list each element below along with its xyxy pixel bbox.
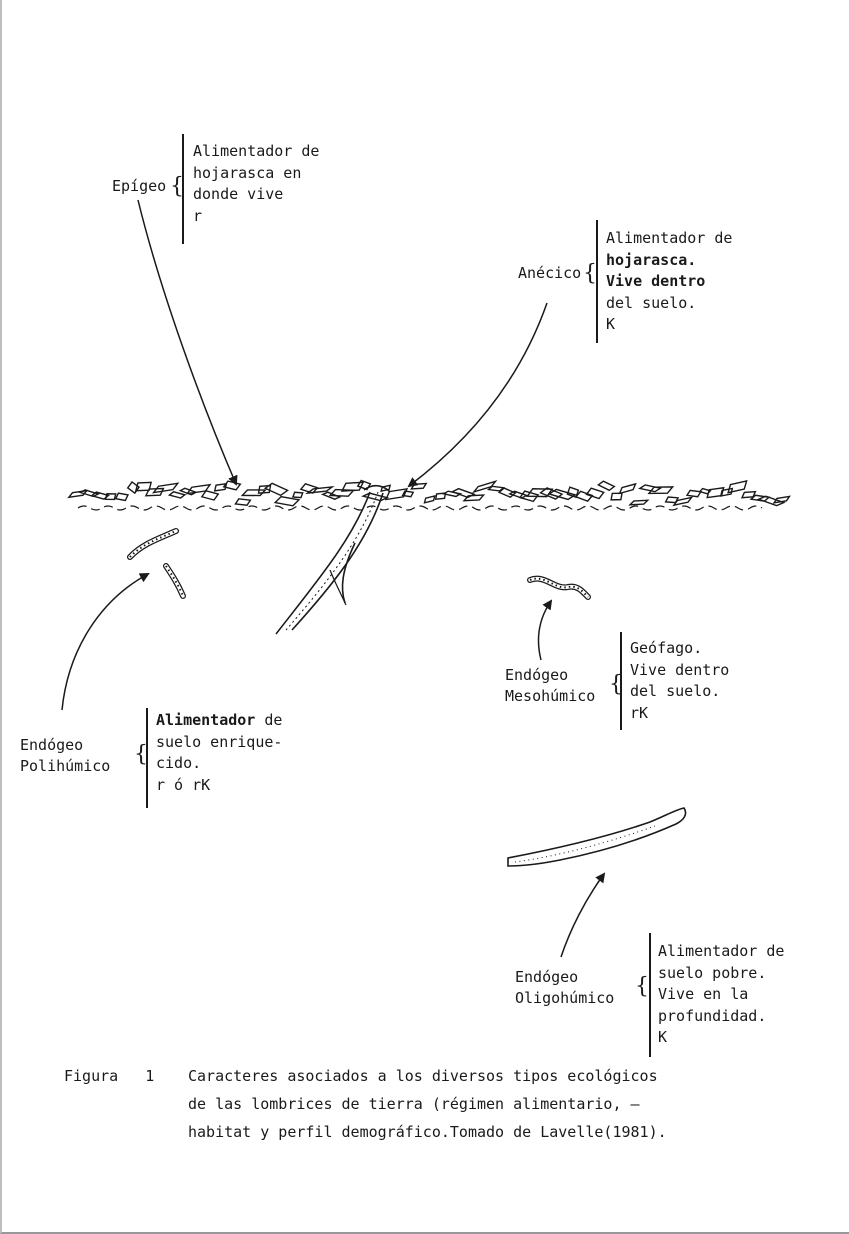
anecico-bar <box>596 220 598 343</box>
litter-fragment <box>586 488 604 499</box>
figure-label: Figura <box>64 1067 118 1085</box>
oligohumico-label-line: Oligohúmico <box>515 988 614 1009</box>
anecico-brace: { <box>583 263 597 285</box>
polihumico-desc-line: Alimentador de <box>156 710 282 732</box>
oligohumico-label-line: Endógeo <box>515 967 614 988</box>
litter-fragment <box>629 499 648 507</box>
polihumico-label-line: Endógeo <box>20 735 110 756</box>
litter-fragment <box>741 490 757 500</box>
epigeo-desc: Alimentador de hojarasca en donde vive r <box>193 141 319 227</box>
litter-fragment <box>235 498 251 506</box>
caption-line: Caracteres asociados a los diversos tipo… <box>188 1062 667 1090</box>
anecico-label: Anécico <box>518 263 581 284</box>
figure-caption-label: Figura 1 <box>64 1062 154 1090</box>
mesohumico-label-line: Endógeo <box>505 665 595 686</box>
oligohumico-bar <box>649 933 651 1057</box>
litter-fragment <box>665 496 679 504</box>
polihumico-label: Endógeo Polihúmico <box>20 735 110 777</box>
oligohumico-desc-line: suelo pobre. <box>658 963 784 985</box>
litter-fragment <box>423 494 436 504</box>
litter-fragment <box>384 486 409 503</box>
epigeo-desc-line: r <box>193 206 319 228</box>
polihumico-desc-line: r ó rK <box>156 775 282 797</box>
litter-layer <box>68 478 790 507</box>
anecico-desc-line: Alimentador de <box>606 228 732 250</box>
oligohumico-brace: { <box>635 976 649 998</box>
polihumico-bar <box>146 708 148 808</box>
mesohumico-label-line: Mesohúmico <box>505 686 595 707</box>
epigeo-label: Epígeo <box>112 176 166 197</box>
figure-caption-text: Caracteres asociados a los diversos tipo… <box>188 1062 667 1146</box>
anecico-desc-line: Vive dentro <box>606 271 732 293</box>
arrow-epigeo <box>138 200 236 484</box>
litter-fragment <box>186 482 211 496</box>
litter-fragment <box>687 490 702 498</box>
arrow-anecico <box>409 303 547 486</box>
litter-fragment <box>115 492 128 501</box>
oligohumico-desc-line: Vive en la <box>658 984 784 1006</box>
polihumic-worm <box>130 531 183 596</box>
oligohumico-desc: Alimentador de suelo pobre. Vive en la p… <box>658 941 784 1049</box>
litter-fragment <box>275 497 299 506</box>
caption-line: de las lombrices de tierra (régimen alim… <box>188 1090 667 1118</box>
litter-fragment <box>330 488 355 499</box>
mesohumico-desc-line: rK <box>630 703 729 725</box>
litter-fragment <box>705 485 726 501</box>
mesohumico-desc-line: del suelo. <box>630 681 729 703</box>
polihumico-desc: Alimentador de suelo enrique- cido. r ó … <box>156 710 282 796</box>
epigeo-desc-line: hojarasca en <box>193 163 319 185</box>
soil-surface-line <box>78 506 762 510</box>
mesohumico-desc: Geófago. Vive dentro del suelo. rK <box>630 638 729 724</box>
litter-fragment <box>104 491 117 501</box>
litter-fragment <box>202 491 219 500</box>
epigeo-desc-line: Alimentador de <box>193 141 319 163</box>
litter-fragment <box>134 479 153 494</box>
arrow-mesohumico <box>538 601 551 660</box>
polihumico-label-line: Polihúmico <box>20 756 110 777</box>
caption-line: habitat y perfil demográfico.Tomado de L… <box>188 1118 667 1146</box>
polihumico-desc-rest: de <box>255 711 282 729</box>
oligohumico-desc-line: Alimentador de <box>658 941 784 963</box>
polihumico-desc-line: cido. <box>156 753 282 775</box>
litter-fragment <box>264 482 288 497</box>
mesohumic-worm <box>530 579 588 597</box>
arrow-oligohumico <box>561 874 604 957</box>
anecico-desc-line: del suelo. <box>606 293 732 315</box>
mesohumico-bar <box>620 632 622 730</box>
oligohumico-label: Endógeo Oligohúmico <box>515 967 614 1009</box>
arrow-polihumico <box>62 574 148 710</box>
polihumico-desc-bold: Alimentador <box>156 711 255 729</box>
oligohumico-desc-line: K <box>658 1027 784 1049</box>
anecico-desc-line: K <box>606 314 732 336</box>
anecico-desc-line: hojarasca. <box>606 250 732 272</box>
litter-fragment <box>292 491 303 499</box>
oligohumico-desc-line: profundidad. <box>658 1006 784 1028</box>
mesohumico-desc-line: Geófago. <box>630 638 729 660</box>
oligohumic-worm <box>508 808 686 866</box>
epigeo-bar <box>182 134 184 244</box>
anecico-desc: Alimentador de hojarasca. Vive dentro de… <box>606 228 732 336</box>
litter-fragment <box>618 482 637 495</box>
mesohumico-desc-line: Vive dentro <box>630 660 729 682</box>
epigeo-desc-line: donde vive <box>193 184 319 206</box>
mesohumico-label: Endógeo Mesohúmico <box>505 665 595 707</box>
litter-fragment <box>169 491 185 498</box>
polihumico-desc-line: suelo enrique- <box>156 732 282 754</box>
litter-fragment <box>598 480 615 491</box>
figure-number: 1 <box>145 1067 154 1085</box>
